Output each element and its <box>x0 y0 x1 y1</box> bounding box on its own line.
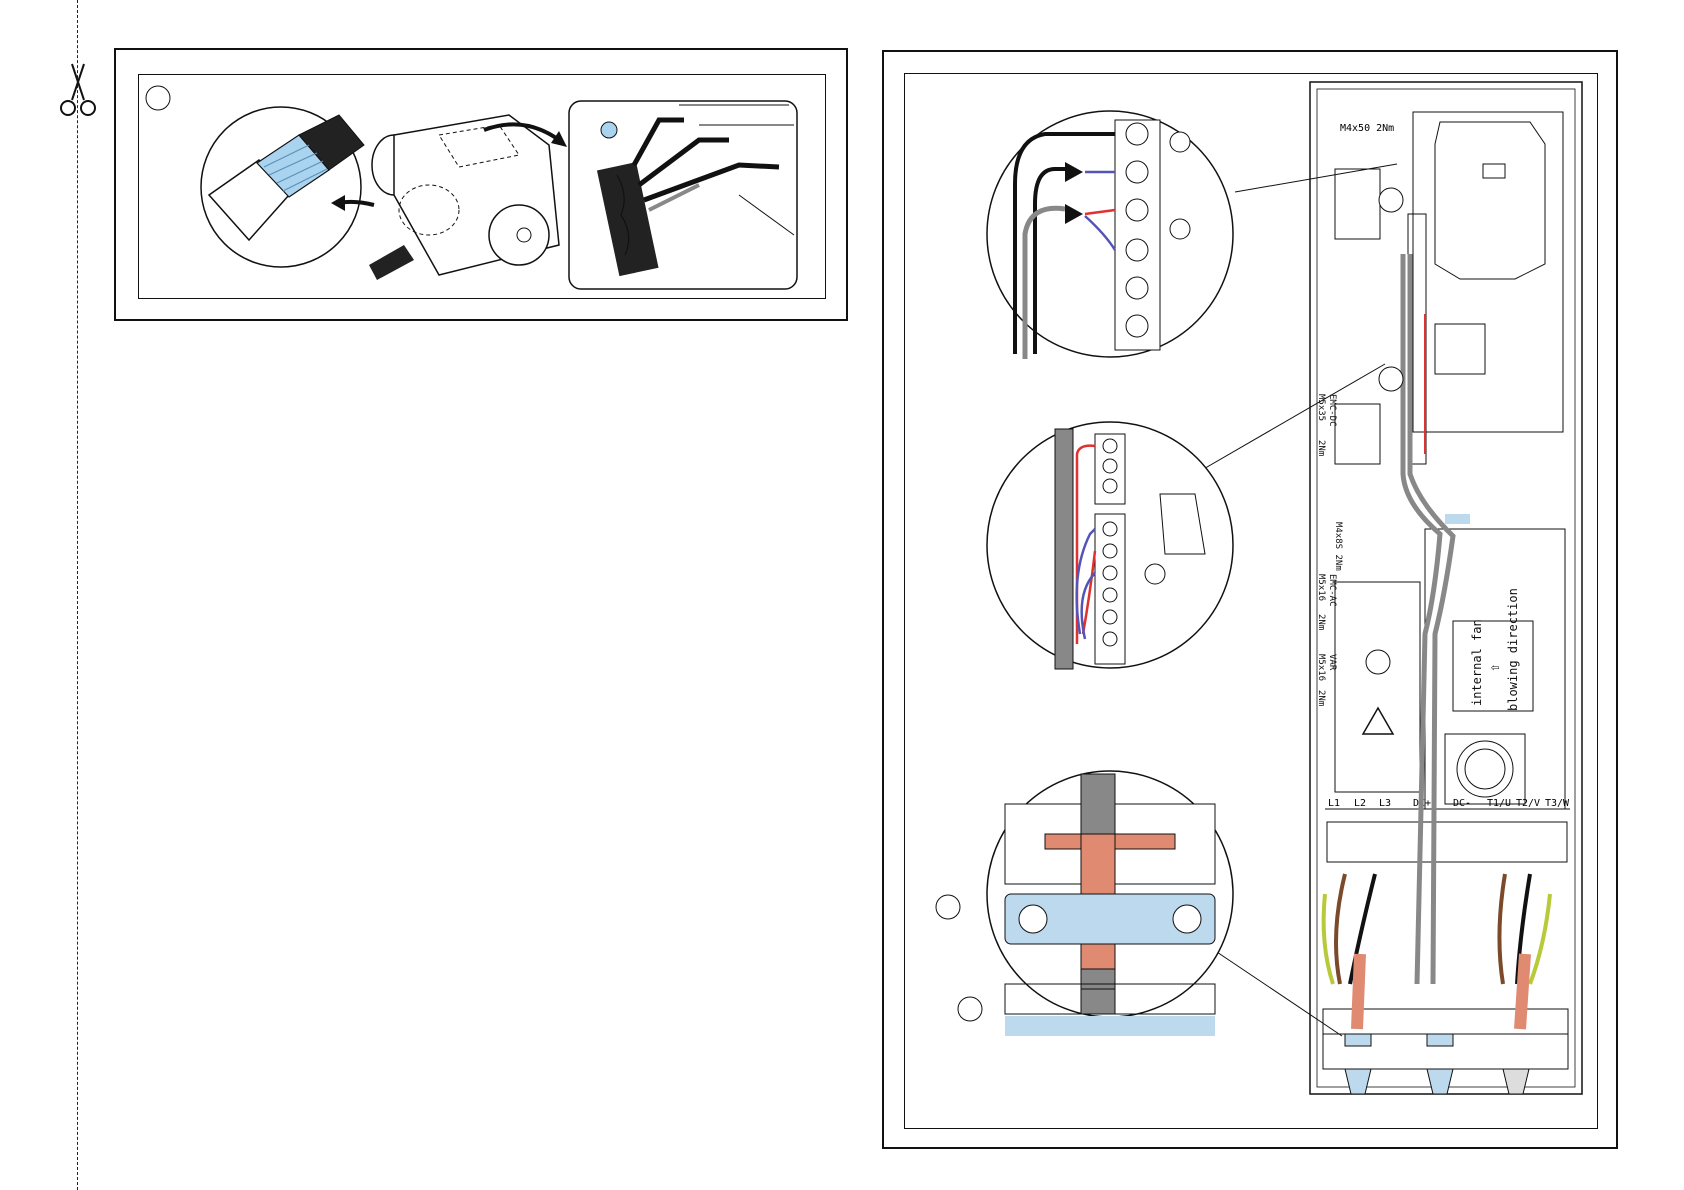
fan-label-arrow: ⇧ <box>1487 664 1503 672</box>
side-label: M5x35 <box>1316 394 1326 421</box>
cable-gland-detail <box>569 101 797 289</box>
drive-panel: internal fan ⇧ blowing direction M4x50 2… <box>882 50 1618 1149</box>
scissors-icon <box>56 62 100 120</box>
torque-label-mid: M4x8S 2Nm <box>1333 522 1343 571</box>
terminal-label: L2 <box>1354 798 1366 809</box>
side-label: M5x16 <box>1316 654 1326 681</box>
side-label: 2Nm <box>1316 690 1326 706</box>
side-label: 2Nm <box>1316 440 1326 456</box>
cut-line <box>77 0 78 1190</box>
fan-label-line2: blowing direction <box>1506 588 1520 711</box>
step-marker <box>1379 188 1403 212</box>
drive-panel-inner: internal fan ⇧ blowing direction M4x50 2… <box>904 73 1598 1129</box>
motor-body <box>369 115 559 280</box>
terminal-label: L3 <box>1379 798 1391 809</box>
motor-panel <box>114 48 848 321</box>
side-label: EMC-AC <box>1327 574 1337 607</box>
side-label: EMC-DC <box>1327 394 1337 427</box>
fan-label-line1: internal fan <box>1470 619 1484 706</box>
step-marker <box>1379 367 1403 391</box>
step-marker <box>146 86 170 110</box>
shield-clamp-detail <box>936 771 1342 1036</box>
terminal-label: DC- <box>1453 798 1471 809</box>
motor-panel-inner <box>138 74 826 299</box>
drive-illustration: internal fan ⇧ blowing direction M4x50 2… <box>905 74 1599 1130</box>
terminal-label: L1 <box>1328 798 1340 809</box>
terminal-label: T3/W <box>1545 798 1570 809</box>
torque-label-top: M4x50 2Nm <box>1340 123 1394 134</box>
terminal-label: T1/U <box>1487 798 1511 809</box>
shield-termination-detail <box>201 107 364 267</box>
side-label: M5x16 <box>1316 574 1326 601</box>
motor-illustration <box>139 75 827 300</box>
terminal-label: T2/V <box>1516 798 1540 809</box>
side-label: 2Nm <box>1316 614 1326 630</box>
side-label: VAR <box>1327 654 1337 671</box>
